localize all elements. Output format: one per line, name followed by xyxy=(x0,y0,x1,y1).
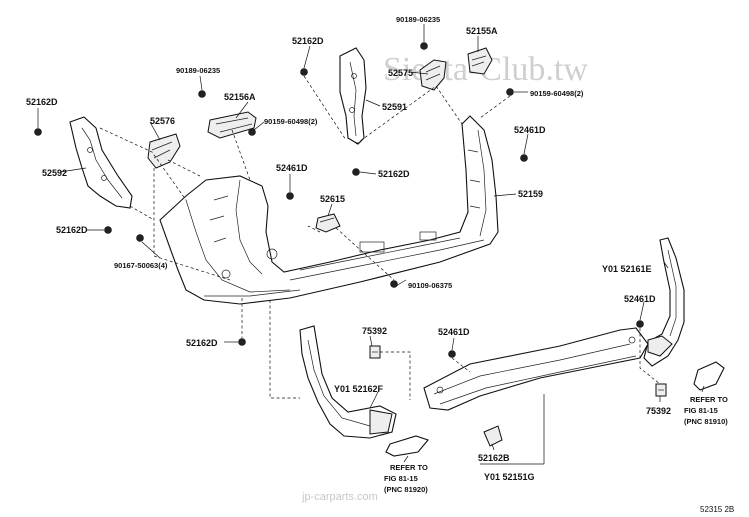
retainer-52615 xyxy=(315,213,341,233)
watermark-bottom: jp-carparts.com xyxy=(301,491,378,503)
part-52162B xyxy=(483,425,503,447)
label-90159-b: 90159-60498(2) xyxy=(530,89,584,98)
ref-left-line1: REFER TO xyxy=(390,463,428,472)
label-52461D-a: 52461D xyxy=(514,125,546,135)
label-52155A: 52155A xyxy=(466,26,498,36)
label-52461D-b: 52461D xyxy=(276,163,308,173)
retainer-52575 xyxy=(467,47,493,75)
ref-left-line2: FIG 81-15 xyxy=(384,474,418,483)
side-piece-52162F xyxy=(299,325,397,439)
part-labels: 52162D 52592 52576 90189-06235 52156A 90… xyxy=(26,15,728,494)
ref-left-line3: (PNC 81920) xyxy=(384,485,428,494)
label-52575: 52575 xyxy=(388,68,413,78)
label-52162D-tl: 52162D xyxy=(26,97,58,107)
label-90167: 90167-50063(4) xyxy=(114,261,168,270)
label-52592: 52592 xyxy=(42,168,67,178)
side-piece-52161E xyxy=(643,237,685,367)
label-52591: 52591 xyxy=(382,102,407,112)
label-90109: 90109-06375 xyxy=(408,281,452,290)
bracket-52592 xyxy=(69,116,133,209)
label-52162D-top: 52162D xyxy=(292,36,324,46)
clip-75392-a xyxy=(369,345,381,359)
ref-right-line3: (PNC 81910) xyxy=(684,417,728,426)
retainer-52156A xyxy=(207,111,257,139)
label-52461D-c: 52461D xyxy=(438,327,470,337)
ref-right-line1: REFER TO xyxy=(690,395,728,404)
reflector-right xyxy=(693,361,725,391)
label-52615: 52615 xyxy=(320,194,345,204)
label-90189-b: 90189-06235 xyxy=(396,15,440,24)
label-52461D-d: 52461D xyxy=(624,294,656,304)
retainer-52155A xyxy=(419,59,447,91)
diagram-code: 52315 2B xyxy=(700,505,734,514)
ref-right-line2: FIG 81-15 xyxy=(684,406,718,415)
dashed-guide-lines xyxy=(99,75,661,400)
label-52161E: Y01 52161E xyxy=(602,264,652,274)
bracket-52591 xyxy=(339,47,367,145)
label-52156A: 52156A xyxy=(224,92,256,102)
clip-75392-b xyxy=(655,383,667,397)
label-52162D-bot: 52162D xyxy=(186,338,218,348)
lower-garnish-52151G xyxy=(423,327,649,411)
bolt-icon xyxy=(34,42,644,358)
reflector-left xyxy=(385,435,429,457)
retainer-52576 xyxy=(147,133,181,169)
label-90189-a: 90189-06235 xyxy=(176,66,220,75)
bumper-cover-52159 xyxy=(159,115,499,305)
label-52576: 52576 xyxy=(150,116,175,126)
label-52162F: Y01 52162F xyxy=(334,384,384,394)
label-52162D-left: 52162D xyxy=(56,225,88,235)
leader-lines xyxy=(37,24,705,465)
label-90159-a: 90159-60498(2) xyxy=(264,117,318,126)
label-52162B: 52162B xyxy=(478,453,510,463)
label-52159: 52159 xyxy=(518,189,543,199)
label-52162D-mid: 52162D xyxy=(378,169,410,179)
label-52151G: Y01 52151G xyxy=(484,472,535,482)
label-75392-b: 75392 xyxy=(646,406,671,416)
label-75392-a: 75392 xyxy=(362,326,387,336)
